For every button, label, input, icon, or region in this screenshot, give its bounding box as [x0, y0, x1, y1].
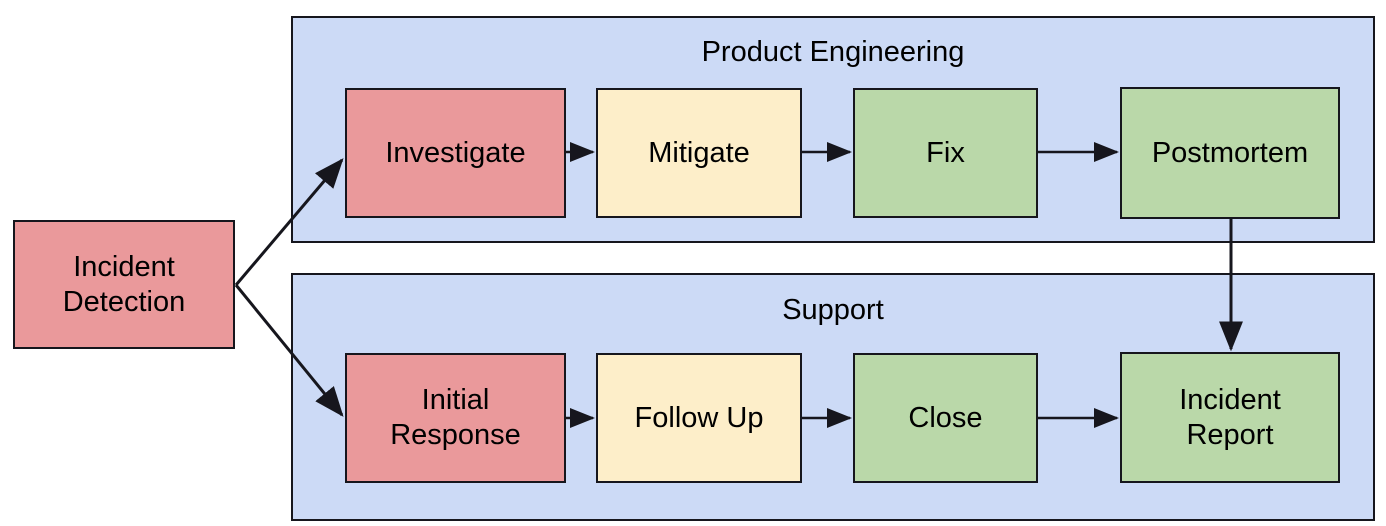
node-label-investigate: Investigate [385, 136, 526, 169]
node-label-incident-report: Incident Report [1179, 383, 1281, 451]
node-label-initial-response: Initial Response [390, 384, 521, 451]
node-label-incident-detection: Incident Detection [62, 250, 186, 318]
node-close[interactable]: Close [853, 353, 1038, 483]
swimlane-title-support: Support [782, 294, 884, 326]
node-postmortem[interactable]: Postmortem [1120, 87, 1340, 219]
node-label-follow-up: Follow Up [634, 401, 764, 434]
node-initial-response[interactable]: Initial Response [345, 353, 566, 483]
node-incident-report[interactable]: Incident Report [1120, 352, 1340, 483]
node-label-postmortem: Postmortem [1151, 136, 1309, 169]
node-incident-detection[interactable]: Incident Detection [13, 220, 235, 349]
node-mitigate[interactable]: Mitigate [596, 88, 802, 218]
node-label-close: Close [908, 401, 983, 434]
swimlane-title-product-engineering: Product Engineering [701, 36, 965, 68]
node-label-mitigate: Mitigate [648, 136, 750, 169]
node-follow-up[interactable]: Follow Up [596, 353, 802, 483]
node-fix[interactable]: Fix [853, 88, 1038, 218]
node-investigate[interactable]: Investigate [345, 88, 566, 218]
node-label-fix: Fix [926, 136, 965, 169]
